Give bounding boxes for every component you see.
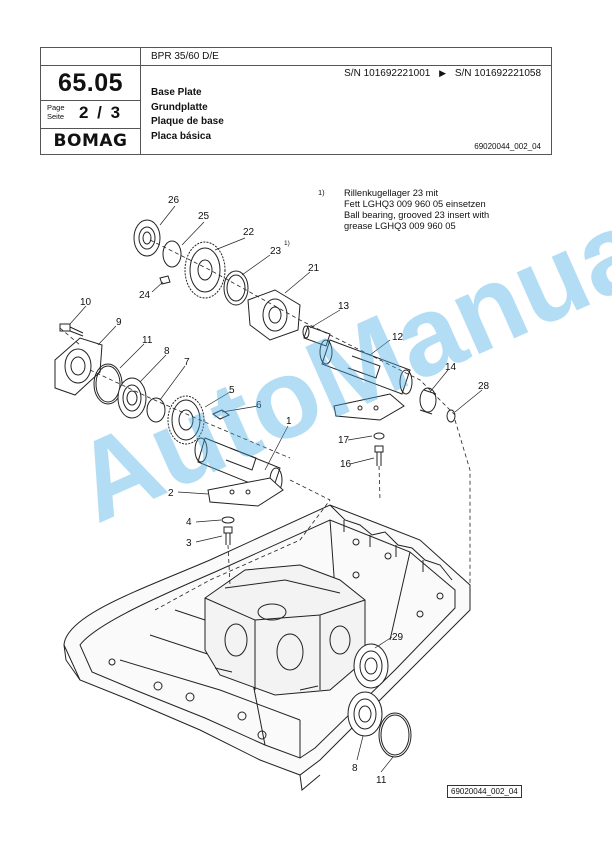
page-title: Base Plate Grundplatte Plaque de base Pl… [151,86,224,144]
callout: 10 [80,297,92,308]
drawing-reference: 69020044_002_04 [447,785,522,798]
weight-12b [333,393,405,421]
callout: 17 [338,435,350,446]
sleeve-13 [302,325,331,347]
callout: 9 [116,317,122,328]
circlip-11-lower [378,712,412,758]
bolt-16 [374,445,384,466]
footnote-marker: 1) [318,188,325,197]
callout: 2 [168,488,174,499]
bearing-23 [223,270,249,306]
callout-footnote-mark: 1) [284,240,290,247]
ring-7 [146,397,166,423]
bearing-26 [133,219,161,257]
callout: 22 [243,227,255,238]
bearing-cover-9 [54,337,103,396]
callout: 25 [198,211,210,222]
page-label: Page Seite [47,103,65,121]
callout: 3 [186,538,192,549]
exciter-housing [204,564,366,696]
bolt-10 [59,323,84,337]
callout: 8 [164,346,170,357]
divider [140,48,141,154]
callout: 28 [478,381,490,392]
title-de: Grundplatte [151,101,208,113]
callout: 4 [186,517,192,528]
callout: 7 [184,357,190,368]
callout: 8 [352,763,358,774]
callout: 5 [229,385,235,396]
callout: 1 [286,416,292,427]
header-table: BPR 35/60 D/E 65.05 Page Seite 2 / 3 BOM… [40,47,552,155]
divider [41,128,140,129]
callout: 23 [270,246,282,257]
ring-28 [446,409,456,423]
model-name: BPR 35/60 D/E [151,51,219,62]
callout: 14 [445,362,457,373]
title-es: Placa básica [151,130,212,142]
bolt-3 [223,526,233,545]
serial-range: S/N 101692221001 ▶ S/N 101692221058 [344,68,541,79]
callout: 24 [139,290,151,301]
document-reference: 69020044_002_04 [474,142,541,151]
callout: 29 [392,632,404,643]
page-value: 2 / 3 [79,103,121,122]
assembly-lines [59,239,471,611]
bearing-8-lower [347,691,383,737]
callout: 11 [142,335,153,346]
gear-5 [167,395,205,445]
arrow-right-icon: ▶ [439,68,447,78]
divider [140,65,551,66]
ring-25 [162,240,182,268]
callout-labels: 26 25 22 23 21 24 10 9 13 11 8 7 12 5 6 … [80,195,490,786]
title-en: Base Plate [151,87,202,98]
key-6 [211,409,231,420]
washer-17 [373,432,385,440]
callout: 16 [340,459,352,470]
screw-24 [159,275,171,285]
divider [41,100,140,101]
callout: 6 [256,400,262,411]
serial-from: S/N 101692221001 [344,68,431,79]
callout: 12 [392,332,404,343]
bearing-14 [419,387,437,415]
divider [41,65,140,66]
bearing-8 [117,377,147,419]
section-number: 65.05 [57,69,124,97]
brand-logo: BOMAG [53,131,128,151]
callout: 13 [338,301,350,312]
footnote: 1) Rillenkugellager 23 mit Fett LGHQ3 00… [318,188,490,231]
serial-to: S/N 101692221058 [454,68,541,79]
eccentric-weight-2 [207,477,284,507]
callout: 11 [376,775,387,786]
washer-4 [221,516,235,524]
title-fr: Plaque de base [151,116,224,127]
shaft-12 [319,339,413,395]
gear-22 [184,241,226,299]
callout: 26 [168,195,180,206]
flange-21 [247,289,301,341]
callout: 21 [308,263,320,274]
leader-lines [69,205,483,773]
bearing-29 [353,643,389,689]
